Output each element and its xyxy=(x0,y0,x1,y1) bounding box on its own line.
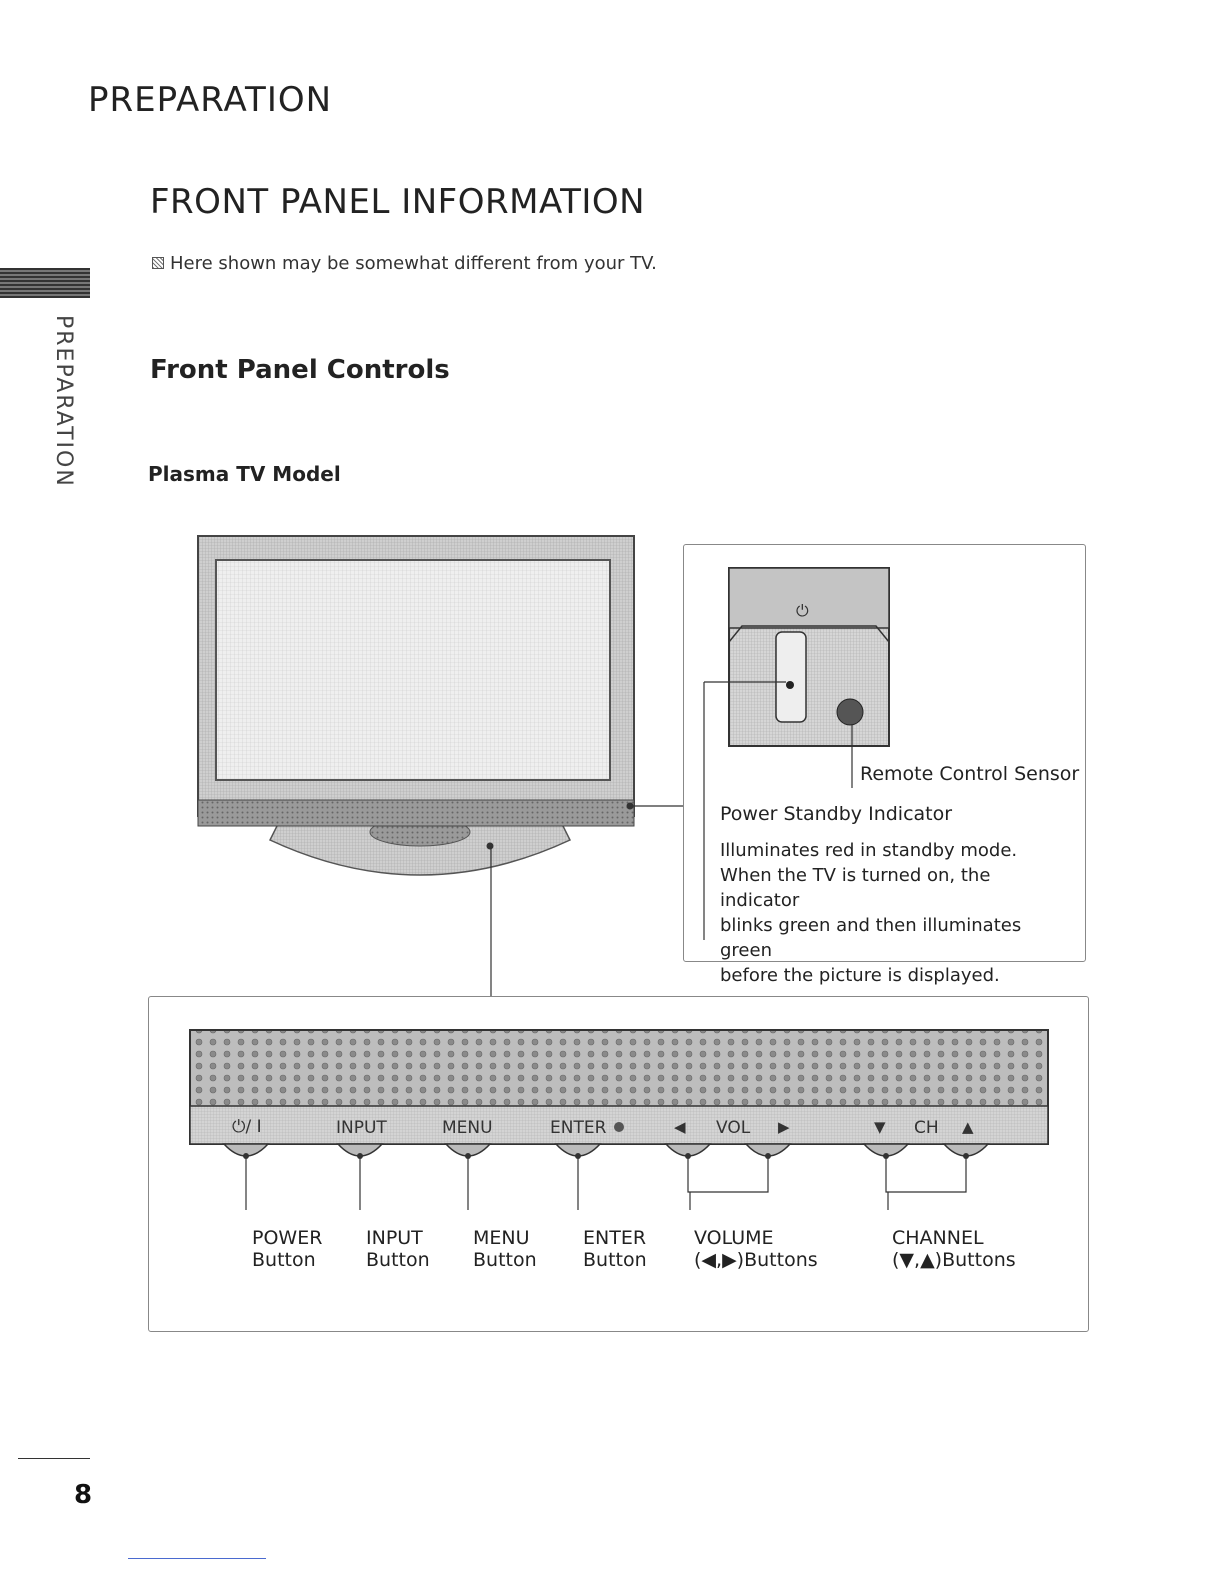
panel-power-text: ⏻/ I xyxy=(232,1117,262,1137)
footer-divider xyxy=(18,1458,90,1459)
note: Here shown may be somewhat different fro… xyxy=(152,253,657,274)
front-panel-button-marker xyxy=(486,842,494,850)
sensor-label: Remote Control Sensor xyxy=(860,763,1080,785)
tv-stand xyxy=(268,819,572,876)
control-panel-closeup: ⏻/ I INPUT MENU ENTER ◀ VOL ▶ ▼ CH ▲ xyxy=(189,1029,1049,1210)
subsection-title: Front Panel Controls xyxy=(150,355,450,385)
side-tab-label: PREPARATION xyxy=(51,315,76,488)
tv-illustration xyxy=(197,535,635,876)
indicator-desc-line: before the picture is displayed. xyxy=(720,965,1000,986)
indicator-closeup: ⏻ xyxy=(703,567,890,940)
indicator-marker xyxy=(626,802,634,810)
indicator-desc-line: When the TV is turned on, the indicator xyxy=(720,865,991,911)
closeup-power-icon: ⏻ xyxy=(796,601,809,620)
menu-button-label: MENU Button xyxy=(473,1227,537,1271)
indicator-desc-line: Illuminates red in standby mode. xyxy=(720,840,1018,861)
note-text: Here shown may be somewhat different fro… xyxy=(170,253,657,274)
panel-vol-left-icon: ◀ xyxy=(674,1118,686,1136)
enter-button-label: ENTER Button xyxy=(583,1227,647,1271)
indicator-desc-line: blinks green and then illuminates green xyxy=(720,915,1022,961)
footer-link-underline xyxy=(128,1558,266,1559)
panel-vol-text: VOL xyxy=(716,1118,751,1138)
page-header-title: PREPARATION xyxy=(88,80,333,120)
tv-speaker-bar xyxy=(197,799,635,827)
panel-ch-up-icon: ▲ xyxy=(962,1118,974,1136)
panel-ch-down-icon: ▼ xyxy=(874,1118,886,1136)
panel-input-text: INPUT xyxy=(336,1118,387,1138)
section-title: FRONT PANEL INFORMATION xyxy=(150,182,646,222)
page-number: 8 xyxy=(74,1480,93,1510)
panel-vol-right-icon: ▶ xyxy=(778,1118,790,1136)
indicator-label: Power Standby Indicator xyxy=(720,803,953,825)
tv-screen xyxy=(215,559,611,781)
panel-enter-text: ENTER xyxy=(550,1118,607,1138)
control-panel-box xyxy=(148,996,1089,1332)
channel-buttons-label: CHANNEL (▼,▲)Buttons xyxy=(892,1227,1016,1271)
input-button-label: INPUT Button xyxy=(366,1227,430,1271)
power-button-label: POWER Button xyxy=(252,1227,323,1271)
indicator-description: Illuminates red in standby mode. When th… xyxy=(720,838,1070,988)
panel-menu-text: MENU xyxy=(442,1118,493,1138)
note-bullet-icon xyxy=(152,257,164,269)
volume-buttons-label: VOLUME (◀,▶)Buttons xyxy=(694,1227,818,1271)
indicator-callout-box xyxy=(683,544,1086,962)
model-title: Plasma TV Model xyxy=(148,462,341,486)
side-tab-marker xyxy=(0,268,90,298)
panel-ch-text: CH xyxy=(914,1118,939,1138)
